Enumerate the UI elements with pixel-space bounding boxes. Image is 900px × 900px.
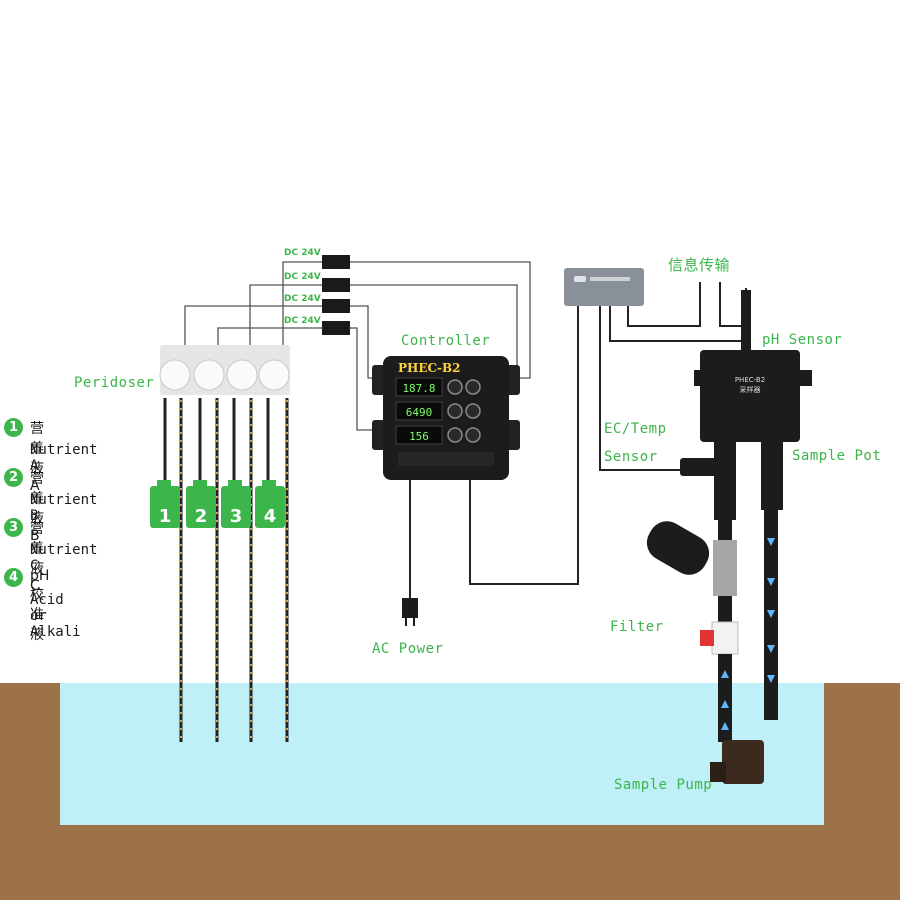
ec-temp-probe (680, 458, 722, 476)
sensor-label: Sensor (604, 449, 658, 465)
transmitter-body (564, 268, 644, 306)
ec-temp-label: EC/Temp (604, 421, 667, 437)
legend-cn: pH校准液 (30, 568, 50, 643)
pump-head (193, 359, 225, 391)
legend-number: 1 (4, 418, 23, 437)
controller-knob[interactable] (447, 379, 463, 395)
power-adapters (322, 255, 350, 335)
peridoser-pumps (159, 345, 290, 395)
legend-cn: 营养液A (30, 421, 44, 494)
bottle-number: 2 (195, 506, 208, 527)
power-adapter (322, 321, 350, 335)
filter-body (646, 521, 710, 575)
controller-knob[interactable] (447, 403, 463, 419)
flow-arrows (721, 538, 775, 730)
pump-head (226, 359, 258, 391)
legend-cn: 营养液C (30, 521, 44, 594)
sensor-box: PHEC-B2 采样器 (680, 290, 812, 520)
nutrient-bottle: 2 (186, 480, 216, 528)
sample-plumbing (646, 508, 778, 784)
nutrient-bottles: 1 2 3 4 (150, 480, 285, 528)
controller-label: Controller (401, 333, 491, 349)
bottle-number: 1 (159, 506, 172, 527)
display-readout: 156 (409, 430, 429, 443)
ph-probe (741, 290, 751, 352)
transmitter-module (564, 268, 644, 306)
nutrient-bottle: 1 (150, 480, 180, 528)
filter-label: Filter (610, 619, 664, 635)
dosing-tube-stripes (180, 400, 288, 740)
controller-unit: PHEC-B2 187.8 6490 156 (372, 356, 520, 480)
legend-en: Acid or Alkali (30, 592, 81, 640)
ac-power-plug (402, 480, 418, 626)
sample-pot-label: Sample Pot (792, 448, 882, 464)
peridoser-base (160, 345, 290, 395)
sensor-box-body (700, 350, 800, 442)
pump-head (258, 359, 290, 391)
power-adapter (322, 299, 350, 313)
controller-knob[interactable] (465, 403, 481, 419)
adapter-label: DC 24V (284, 294, 321, 304)
power-adapter (322, 278, 350, 292)
legend-number: 4 (4, 568, 23, 587)
legend-en: Nutrient B (30, 492, 98, 524)
adapter-label: DC 24V (284, 316, 321, 326)
legend-number: 3 (4, 518, 23, 537)
ph-sensor-label: pH Sensor (762, 332, 843, 348)
bottle-number: 4 (264, 506, 277, 527)
legend-cn: 营养液B (30, 471, 44, 544)
legend-en: Nutrient C (30, 542, 98, 574)
nutrient-bottle: 4 (255, 480, 285, 528)
legend-en: Nutrient A (30, 442, 98, 474)
adapter-label: DC 24V (284, 248, 321, 258)
legend-number: 2 (4, 468, 23, 487)
sensor-box-sub: 采样器 (740, 385, 761, 394)
sample-pump-label: Sample Pump (614, 777, 713, 793)
sensor-box-brand: PHEC-B2 (735, 376, 765, 384)
controller-knob[interactable] (465, 427, 481, 443)
peridoser-label: Peridoser (74, 375, 155, 391)
display-readout: 6490 (406, 406, 433, 419)
controller-model: PHEC-B2 (398, 361, 461, 375)
bottle-number: 3 (230, 506, 243, 527)
power-adapter (322, 255, 350, 269)
water-tank (60, 683, 824, 825)
nutrient-bottle: 3 (221, 480, 251, 528)
adapter-label: DC 24V (284, 272, 321, 282)
info-transfer-label: 信息传输 (668, 256, 731, 274)
ac-power-label: AC Power (372, 641, 444, 657)
display-readout: 187.8 (402, 382, 435, 395)
valve-handle[interactable] (700, 630, 714, 646)
controller-knob[interactable] (465, 379, 481, 395)
sample-pump-body (722, 740, 764, 784)
controller-knob[interactable] (447, 427, 463, 443)
pump-head (159, 359, 191, 391)
